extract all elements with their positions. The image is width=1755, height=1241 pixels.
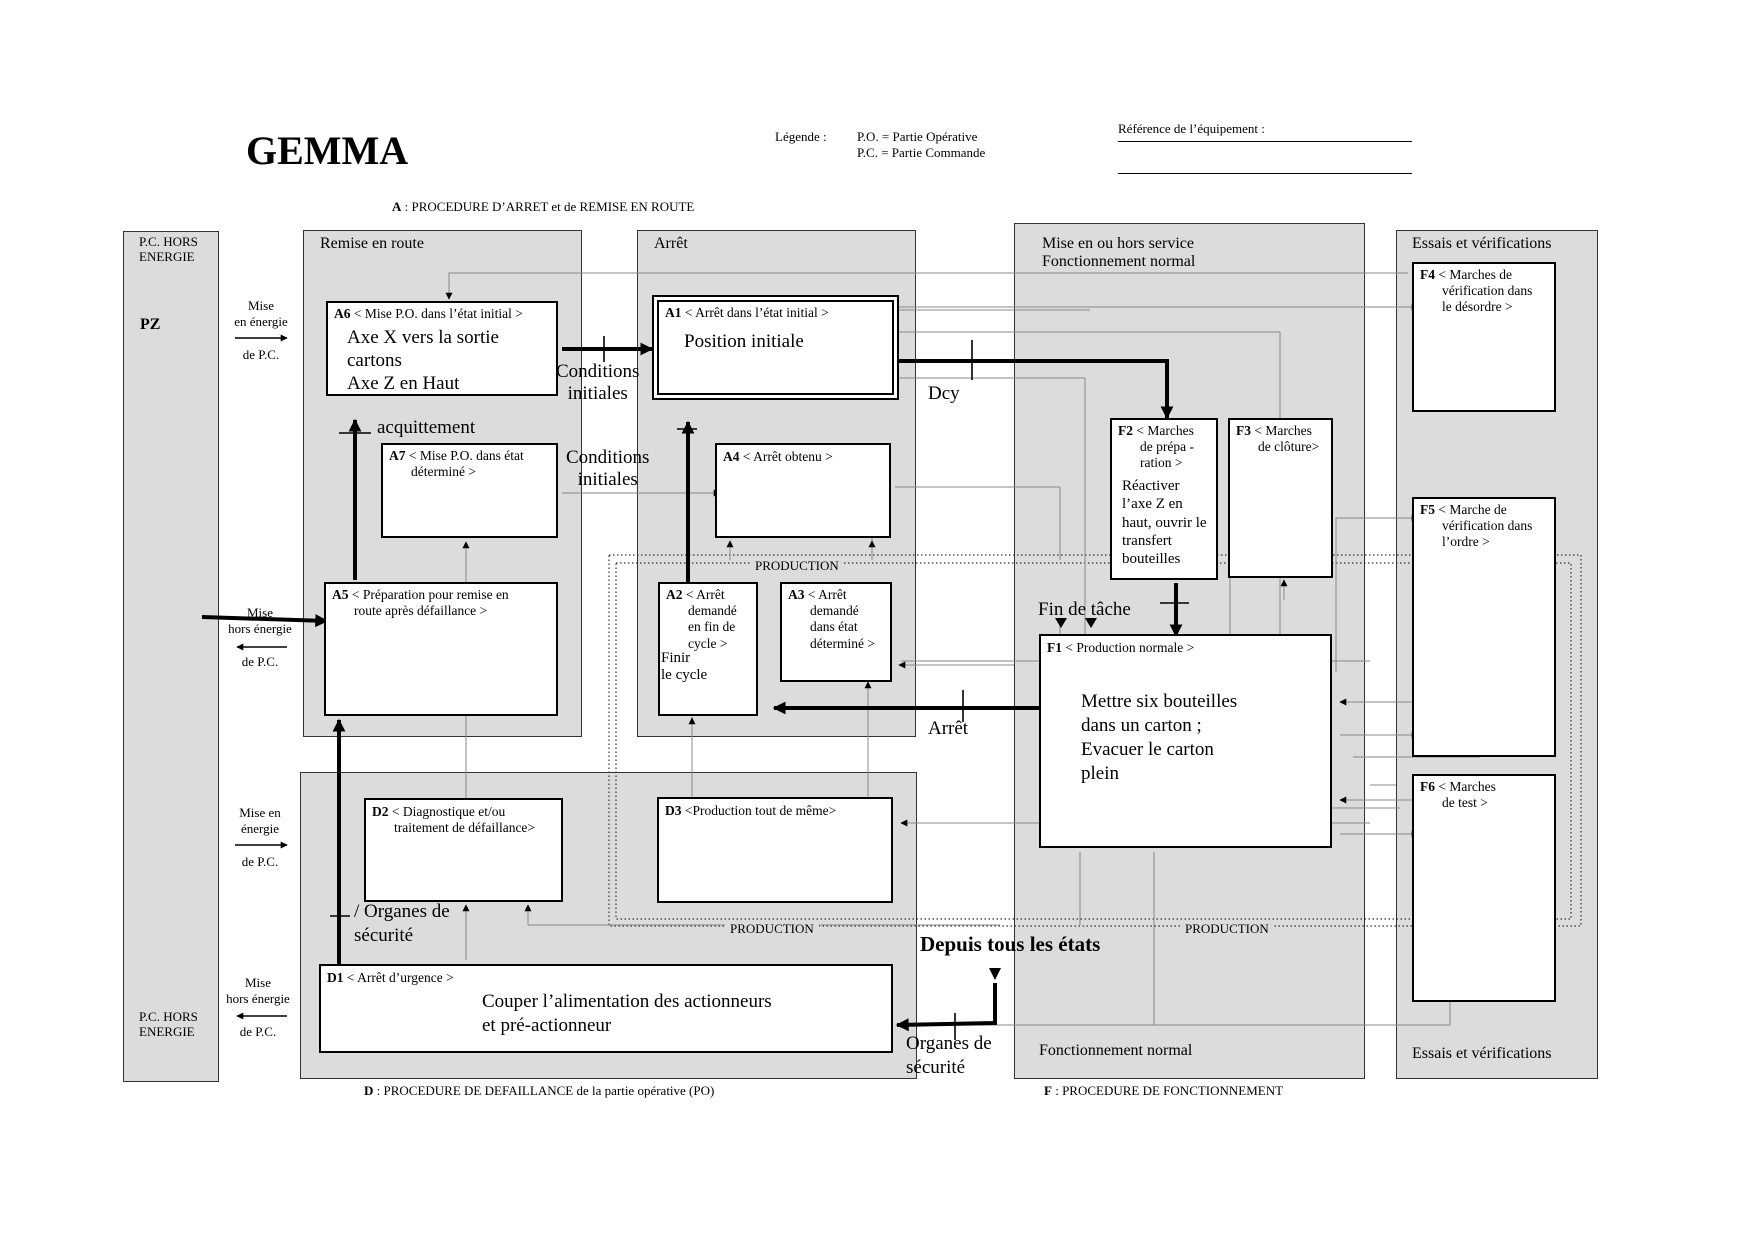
transition-depuis-tous-les-etats: Depuis tous les états — [920, 932, 1101, 956]
transition-fin-de-tache: Fin de tâche — [1038, 599, 1131, 620]
state-a1[interactable]: A1 < Arrêt dans l’état initial > Positio… — [652, 295, 899, 400]
state-f2[interactable]: F2 < Marches de prépa -ration > Réactive… — [1110, 418, 1218, 580]
transition-dcy: Dcy — [928, 383, 960, 404]
pc-zone — [123, 231, 219, 1082]
state-f1[interactable]: F1 < Production normale > Mettre six bou… — [1039, 634, 1332, 848]
zone-label-service-bottom: Fonctionnement normal — [1039, 1042, 1193, 1059]
state-a4[interactable]: A4 < Arrêt obtenu > — [715, 443, 891, 538]
zone-label-remise: Remise en route — [320, 235, 424, 252]
zone-label-arret: Arrêt — [654, 235, 688, 252]
pz-label: PZ — [140, 316, 161, 333]
reference-line-1 — [1118, 141, 1412, 142]
zone-label-essais-bottom: Essais et vérifications — [1412, 1045, 1552, 1062]
procedure-f-caption: F : PROCEDURE DE FONCTIONNEMENT — [1044, 1083, 1284, 1098]
production-label-top: PRODUCTION — [750, 559, 844, 572]
transition-acquittement: acquittement — [377, 417, 476, 438]
state-a1-action: Position initiale — [684, 331, 804, 352]
zone-label-essais: Essais et vérifications — [1412, 235, 1552, 252]
state-d3[interactable]: D3 <Production tout de même> — [657, 797, 893, 903]
legend-po: P.O. = Partie Opérative — [857, 129, 978, 144]
production-label-bottom-left: PRODUCTION — [725, 922, 819, 935]
depuis-marker — [989, 968, 1001, 980]
production-label-bottom-right: PRODUCTION — [1180, 922, 1274, 935]
transition-arret: Arrêt — [928, 718, 969, 739]
page-title: GEMMA — [246, 128, 409, 173]
reference-line-2 — [1118, 173, 1412, 174]
state-d1[interactable]: D1 < Arrêt d’urgence > Couper l’alimenta… — [319, 964, 893, 1053]
state-a6[interactable]: A6 < Mise P.O. dans l’état initial > Axe… — [326, 301, 558, 396]
legend-pc: P.C. = Partie Commande — [857, 145, 986, 160]
legend-label: Légende : — [775, 129, 827, 144]
reference-label: Référence de l’équipement : — [1118, 121, 1265, 136]
procedure-d-caption: D : PROCEDURE DE DEFAILLANCE de la parti… — [364, 1083, 715, 1098]
power-arrows — [235, 334, 288, 1020]
procedure-a-caption: A : PROCEDURE D’ARRET et de REMISE EN RO… — [392, 199, 695, 214]
